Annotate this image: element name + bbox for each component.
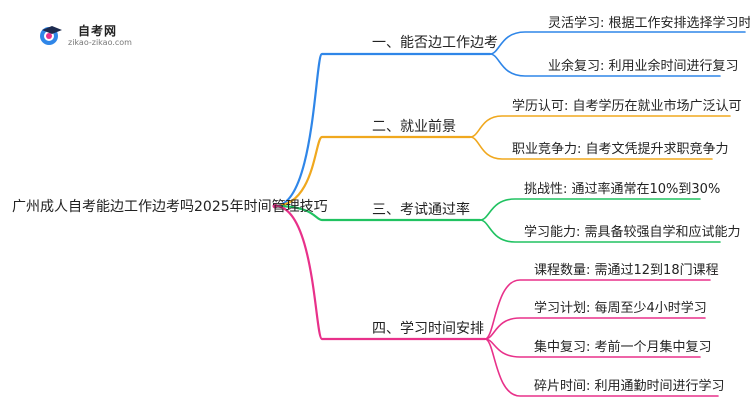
leaf-4-3: 集中复习: 考前一个月集中复习 (534, 340, 712, 355)
branch-label-3: 三、考试通过率 (372, 202, 470, 218)
connector-branch-4-leaf-4 (484, 338, 719, 397)
leaf-2-2: 职业竞争力: 自考文凭提升求职竞争力 (512, 142, 729, 157)
connector-branch-1-leaf-1 (489, 31, 746, 55)
connector-branch-3-leaf-2 (479, 219, 721, 243)
connector-root-branch-1 (273, 52, 492, 208)
leaf-4-1: 课程数量: 需通过12到18门课程 (534, 263, 719, 278)
connector-root-branch-3 (273, 204, 482, 222)
logo-title: 自考网 (78, 24, 118, 38)
leaf-4-4: 碎片时间: 利用通勤时间进行学习 (534, 379, 725, 394)
leaf-4-2: 学习计划: 每周至少4小时学习 (534, 301, 707, 316)
leaf-3-1: 挑战性: 通过率通常在10%到30% (524, 182, 721, 197)
graduation-cap-icon (40, 26, 62, 45)
connector-branch-4-leaf-2 (484, 317, 706, 340)
connector-branch-1-leaf-2 (489, 53, 721, 77)
branch-label-1: 一、能否边工作边考 (372, 35, 498, 51)
connector-root-branch-2 (273, 135, 472, 208)
connector-branch-4-leaf-1 (484, 279, 711, 340)
connector-branch-2-leaf-2 (469, 136, 713, 160)
branch-label-2: 二、就业前景 (372, 119, 456, 135)
root-node-dot (272, 203, 278, 209)
leaf-1-1: 灵活学习: 根据工作安排选择学习时间 (548, 16, 750, 31)
logo-subtitle: zikao-zikao.com (68, 38, 132, 47)
connector-branch-2-leaf-1 (469, 115, 731, 138)
leaf-3-2: 学习能力: 需具备较强自学和应试能力 (524, 225, 741, 240)
site-logo: 自考网 zikao-zikao.com (38, 20, 148, 50)
branch-label-4: 四、学习时间安排 (372, 321, 484, 337)
leaf-1-2: 业余复习: 利用业余时间进行复习 (548, 59, 739, 74)
connector-root-branch-4 (273, 204, 487, 341)
leaf-2-1: 学历认可: 自考学历在就业市场广泛认可 (512, 99, 742, 114)
connector-branch-3-leaf-1 (479, 198, 701, 221)
root-topic: 广州成人自考能边工作边考吗2025年时间管理技巧 (12, 199, 328, 215)
